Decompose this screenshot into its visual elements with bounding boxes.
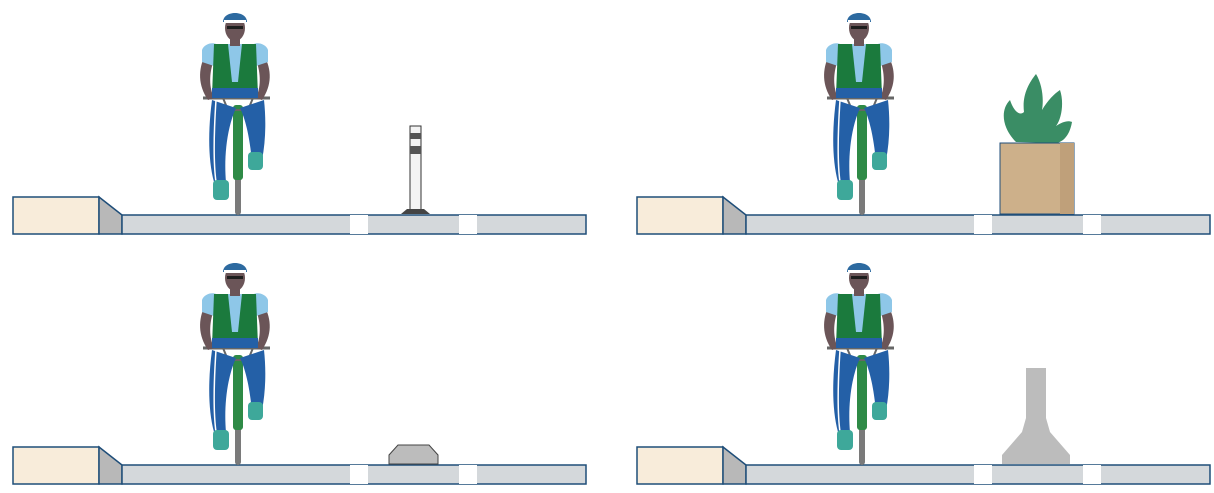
panel-svg bbox=[624, 0, 1214, 243]
raised-curb-icon bbox=[389, 445, 438, 464]
cyclist-icon bbox=[824, 263, 894, 465]
cyclist-icon bbox=[200, 263, 270, 465]
cyclist-figure bbox=[824, 13, 894, 215]
road-surface bbox=[746, 215, 1210, 234]
road-surface bbox=[122, 215, 586, 234]
cyclist-figure bbox=[824, 263, 894, 465]
planter-icon bbox=[1000, 74, 1074, 214]
road-surface bbox=[122, 465, 586, 484]
panel-svg bbox=[0, 250, 600, 493]
curb bbox=[637, 197, 746, 234]
panel-concrete-barrier bbox=[624, 250, 1214, 493]
flexible-post-icon bbox=[401, 126, 430, 214]
curb bbox=[13, 197, 122, 234]
concrete-barrier-icon bbox=[1002, 368, 1070, 464]
road-surface bbox=[746, 465, 1210, 484]
panel-raised-curb bbox=[0, 250, 600, 493]
panel-svg bbox=[624, 250, 1214, 493]
cyclist-icon bbox=[200, 13, 270, 215]
curb bbox=[637, 447, 746, 484]
cyclist-icon bbox=[824, 13, 894, 215]
panel-planter bbox=[624, 0, 1214, 243]
cyclist-figure bbox=[200, 263, 270, 465]
curb bbox=[13, 447, 122, 484]
cyclist-figure bbox=[200, 13, 270, 215]
panel-flexible-post bbox=[0, 0, 600, 243]
panel-svg bbox=[0, 0, 600, 243]
